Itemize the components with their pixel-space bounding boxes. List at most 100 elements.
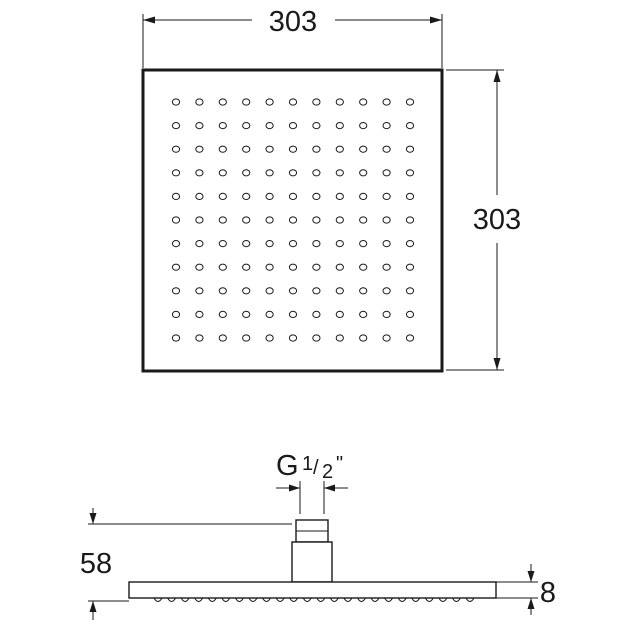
nozzle <box>405 145 415 153</box>
nozzle <box>242 287 251 295</box>
height-arrow-bottom <box>493 358 501 370</box>
width-arrow-right <box>430 16 442 24</box>
nozzle-bump <box>397 597 407 602</box>
nozzle <box>171 334 181 342</box>
nozzle <box>218 145 227 153</box>
nozzle <box>359 216 368 224</box>
nozzle <box>242 122 251 130</box>
head-plate <box>128 581 497 599</box>
nozzle <box>195 310 204 318</box>
nozzle <box>242 145 251 153</box>
nozzle <box>312 122 321 130</box>
nozzle <box>335 216 344 224</box>
nozzle <box>288 122 298 130</box>
nozzle <box>312 145 321 153</box>
nozzle <box>382 334 391 342</box>
nozzle <box>382 169 391 177</box>
nozzle <box>335 240 344 248</box>
nozzle <box>335 122 344 130</box>
nozzle <box>335 287 344 295</box>
nozzle-bump <box>262 597 271 602</box>
nozzle <box>288 216 298 224</box>
nozzle-bump <box>153 597 163 602</box>
nozzle <box>382 145 391 153</box>
nozzle <box>218 287 227 295</box>
nozzle <box>288 310 298 318</box>
nozzle <box>359 98 368 106</box>
nozzle <box>382 310 391 318</box>
thread-dimension <box>276 481 348 514</box>
nozzle <box>218 310 227 318</box>
nozzle <box>312 287 321 295</box>
nozzle <box>171 169 181 177</box>
nozzle <box>218 122 227 130</box>
nozzle <box>405 169 415 177</box>
nozzle <box>265 287 274 295</box>
connector-body <box>291 541 333 583</box>
thread-arrow-left <box>289 484 300 492</box>
nozzle <box>405 98 415 106</box>
nozzle <box>242 240 251 248</box>
nozzle <box>265 310 274 318</box>
nozzle <box>171 192 181 200</box>
nozzle <box>265 192 274 200</box>
nozzle <box>265 240 274 248</box>
thickness-label: 8 <box>540 577 556 609</box>
nozzle <box>242 169 251 177</box>
nozzle <box>265 122 274 130</box>
nozzle <box>335 192 344 200</box>
nozzle <box>382 122 391 130</box>
nozzle <box>312 334 321 342</box>
nozzle-bump <box>207 597 217 602</box>
nozzle <box>359 240 368 248</box>
nozzle <box>288 169 298 177</box>
nozzle <box>405 310 415 318</box>
nozzle <box>171 145 181 153</box>
height-dimension: 303 <box>446 69 521 371</box>
nozzle <box>171 216 181 224</box>
nozzle <box>312 169 321 177</box>
nozzle-bump <box>424 597 434 602</box>
nozzle <box>265 145 274 153</box>
nozzle <box>312 98 321 106</box>
nozzle <box>242 334 251 342</box>
thread-denominator: 2 <box>322 461 333 483</box>
nozzle <box>382 263 391 271</box>
bottom-nozzles <box>153 597 475 602</box>
nozzle <box>335 145 344 153</box>
nozzle-bump <box>438 597 448 602</box>
nozzle <box>288 145 298 153</box>
nozzle <box>359 145 368 153</box>
nozzle <box>405 263 415 271</box>
nozzle <box>195 287 204 295</box>
nozzle <box>405 192 415 200</box>
nozzle <box>195 216 204 224</box>
nozzle <box>242 98 251 106</box>
nozzle <box>335 310 344 318</box>
nozzle-bump <box>289 597 299 602</box>
nozzle <box>382 240 391 248</box>
height-label: 303 <box>473 204 521 236</box>
nozzle-bump <box>451 597 461 602</box>
nozzle <box>242 263 251 271</box>
nozzle <box>312 263 321 271</box>
nozzle <box>195 169 204 177</box>
nozzle <box>242 192 251 200</box>
nozzle <box>171 287 181 295</box>
nozzle <box>171 240 181 248</box>
nozzle <box>359 122 368 130</box>
nozzle <box>359 169 368 177</box>
top-view: 303 303 <box>141 6 521 373</box>
thickness-arrow-bottom <box>527 598 535 609</box>
nozzle <box>218 240 227 248</box>
nozzle-bump <box>370 597 380 602</box>
nozzle <box>171 98 181 106</box>
nozzle-bump <box>275 597 285 602</box>
nozzle <box>382 287 391 295</box>
nozzle-bump <box>384 597 394 602</box>
width-label: 303 <box>269 6 317 38</box>
nozzle <box>265 263 274 271</box>
width-dimension: 303 <box>142 6 443 68</box>
thickness-dimension: 8 <box>496 564 556 615</box>
